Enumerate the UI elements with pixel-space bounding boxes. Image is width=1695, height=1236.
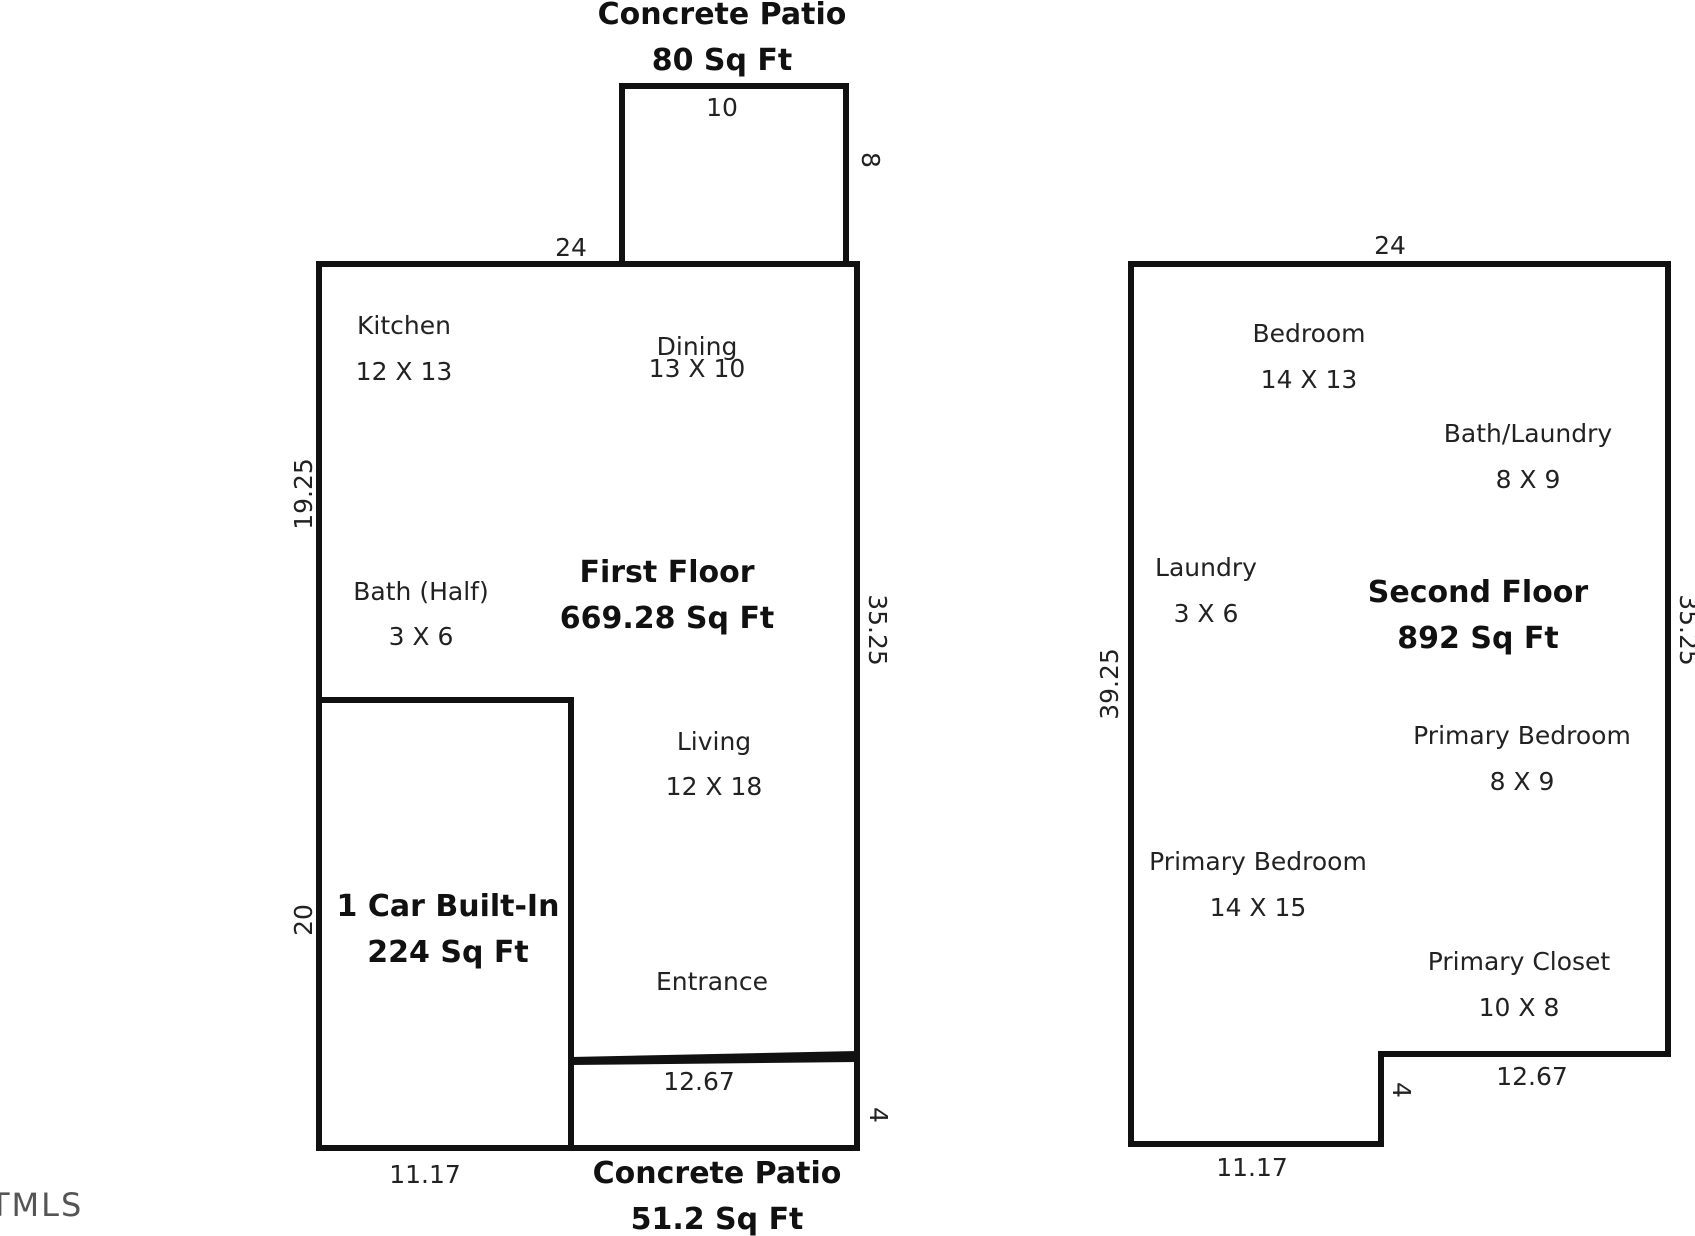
room-primary-closet: Primary Closet 10 X 8 — [1428, 947, 1611, 1022]
top-patio-outline — [619, 83, 849, 267]
room-laundry: Laundry 3 X 6 — [1155, 553, 1257, 628]
room-size: 8 X 9 — [1496, 465, 1561, 494]
top-patio-name: Concrete Patio — [598, 0, 847, 32]
room-name: Bath (Half) — [353, 577, 488, 606]
room-size: 12 X 13 — [356, 357, 453, 386]
second-floor-outline — [1128, 261, 1671, 1147]
room-size: 8 X 9 — [1490, 767, 1555, 796]
second-floor-step-dim: 4 — [1387, 1082, 1416, 1098]
first-floor-area: 669.28 Sq Ft — [560, 601, 775, 636]
room-bath-laundry: Bath/Laundry 8 X 9 — [1444, 419, 1613, 494]
second-floor-left-dim: 39.25 — [1095, 648, 1124, 720]
first-floor-right-dim: 35.25 — [863, 594, 892, 666]
room-name: Laundry — [1155, 553, 1257, 582]
top-patio-width-dim: 10 — [706, 93, 738, 122]
second-floor-bottom-right-dim: 12.67 — [1496, 1062, 1568, 1091]
room-primary-bedroom-small: Primary Bedroom 8 X 9 — [1413, 721, 1631, 796]
garage-left-dim: 20 — [289, 904, 318, 936]
room-primary-bedroom-large: Primary Bedroom 14 X 15 — [1149, 847, 1367, 922]
bottom-patio-name: Concrete Patio — [593, 1156, 842, 1191]
room-size: 12 X 18 — [666, 772, 763, 801]
room-name: Entrance — [656, 967, 768, 996]
room-name: Primary Bedroom — [1149, 847, 1367, 876]
room-name: Primary Bedroom — [1413, 721, 1631, 750]
room-kitchen: Kitchen 12 X 13 — [356, 311, 453, 386]
room-bath-half: Bath (Half) 3 X 6 — [353, 577, 488, 651]
room-size: 14 X 15 — [1210, 893, 1307, 922]
second-floor-area: 892 Sq Ft — [1397, 621, 1558, 656]
first-floor-name: First Floor — [579, 555, 754, 590]
garage-bottom-dim: 11.17 — [389, 1160, 461, 1189]
room-name: Bath/Laundry — [1444, 419, 1613, 448]
room-entrance: Entrance — [656, 967, 768, 996]
first-floor-outline — [316, 261, 860, 1151]
room-name: Dining — [657, 332, 738, 361]
first-floor-summary: First Floor 669.28 Sq Ft — [560, 555, 775, 636]
room-name: Kitchen — [357, 311, 451, 340]
room-name: Living — [677, 727, 751, 756]
room-bedroom: Bedroom 14 X 13 — [1252, 319, 1365, 394]
garage-name: 1 Car Built-In — [337, 889, 560, 924]
second-floor-bottom-left-dim: 11.17 — [1216, 1153, 1288, 1182]
garage: 1 Car Built-In 224 Sq Ft 20 11.17 — [289, 889, 559, 1189]
room-size: 3 X 6 — [389, 622, 454, 651]
second-floor-summary: Second Floor 892 Sq Ft — [1368, 575, 1589, 656]
bottom-patio: Concrete Patio 51.2 Sq Ft — [593, 1156, 842, 1236]
room-size: 13 X 10 — [649, 354, 746, 383]
second-floor-top-dim: 24 — [1374, 231, 1406, 260]
room-size: 10 X 8 — [1479, 993, 1560, 1022]
first-floor-top-dim: 24 — [555, 233, 587, 262]
room-dining: Dining 13 X 10 — [649, 332, 746, 383]
second-floor-right-dim: 35.25 — [1674, 594, 1695, 666]
bottom-patio-area: 51.2 Sq Ft — [631, 1202, 804, 1236]
room-name: Primary Closet — [1428, 947, 1611, 976]
second-floor-name: Second Floor — [1368, 575, 1589, 610]
garage-area: 224 Sq Ft — [367, 935, 528, 970]
room-size: 14 X 13 — [1261, 365, 1358, 394]
top-patio-area: 80 Sq Ft — [652, 43, 793, 78]
room-size: 3 X 6 — [1174, 599, 1239, 628]
first-floor-left-dim: 19.25 — [289, 458, 318, 530]
room-name: Bedroom — [1252, 319, 1365, 348]
bottom-patio-divider — [571, 1051, 857, 1065]
top-patio-depth-dim: 8 — [856, 152, 885, 168]
watermark-logo: TMLS — [0, 1186, 83, 1224]
room-living: Living 12 X 18 — [666, 727, 763, 801]
bottom-patio-width-dim: 12.67 — [663, 1067, 735, 1096]
bottom-patio-depth-dim: 4 — [864, 1107, 893, 1123]
first-floor-walls — [316, 83, 860, 1151]
